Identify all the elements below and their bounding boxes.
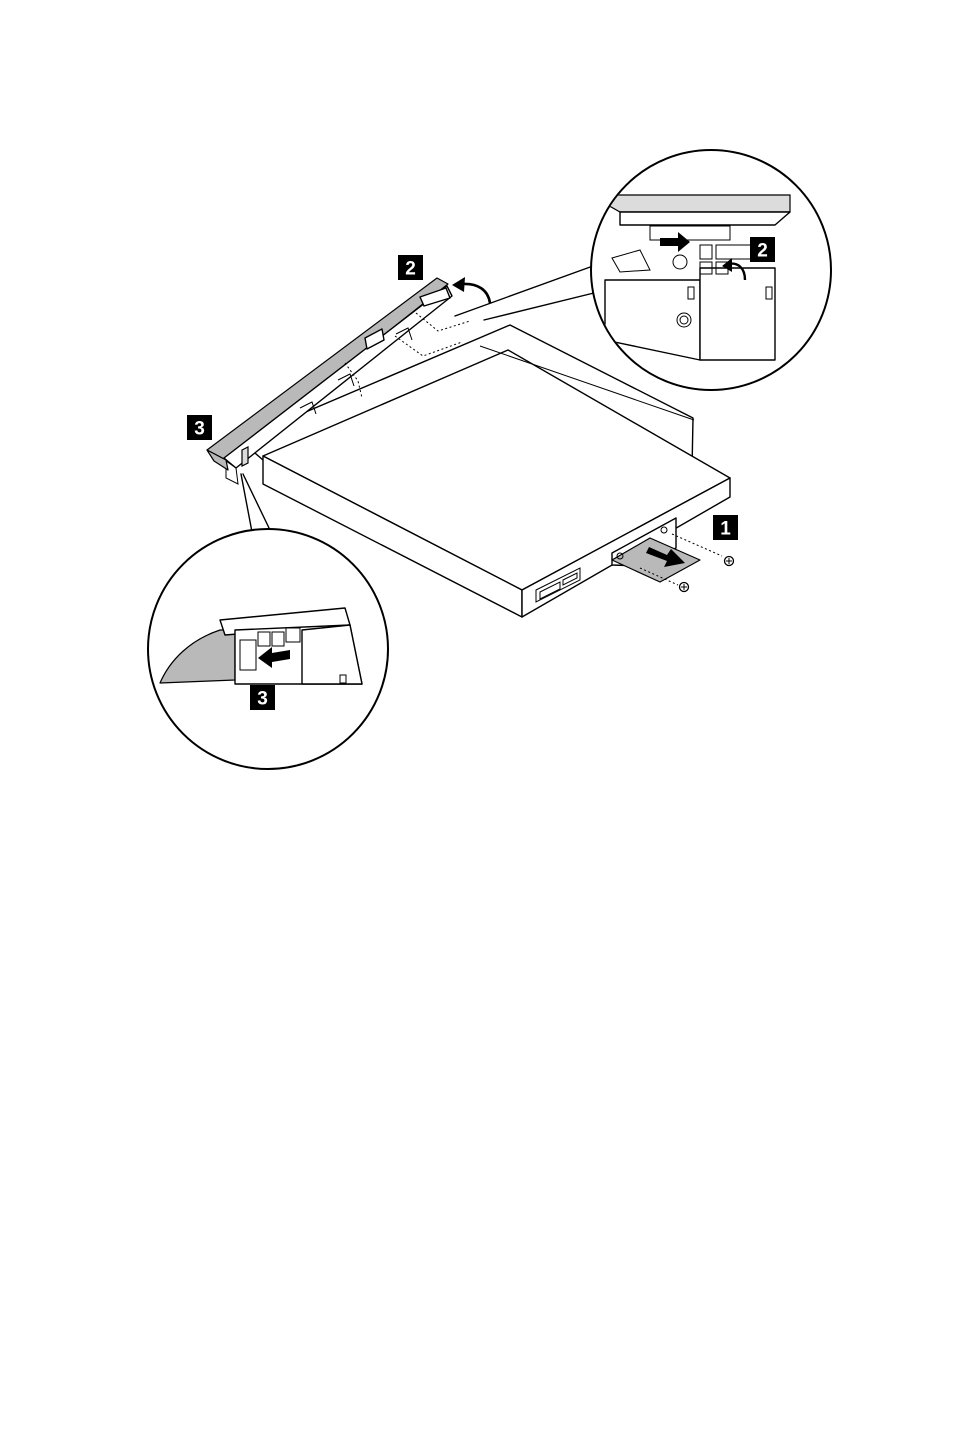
step-number: 3 [257,689,268,710]
step-badge-2-callout: 2 [750,237,775,262]
step-badge-2: 2 [398,255,423,280]
curved-arrow-icon [462,284,490,303]
screw-icon [680,583,689,592]
step-badge-3-callout: 3 [250,685,275,710]
step-number: 1 [720,519,731,540]
step-number: 3 [194,419,205,440]
screw-icon [725,557,734,566]
step-badge-1: 1 [713,515,738,540]
step-badge-3: 3 [187,415,212,440]
step-number: 2 [405,259,416,280]
step-number: 2 [757,241,768,262]
